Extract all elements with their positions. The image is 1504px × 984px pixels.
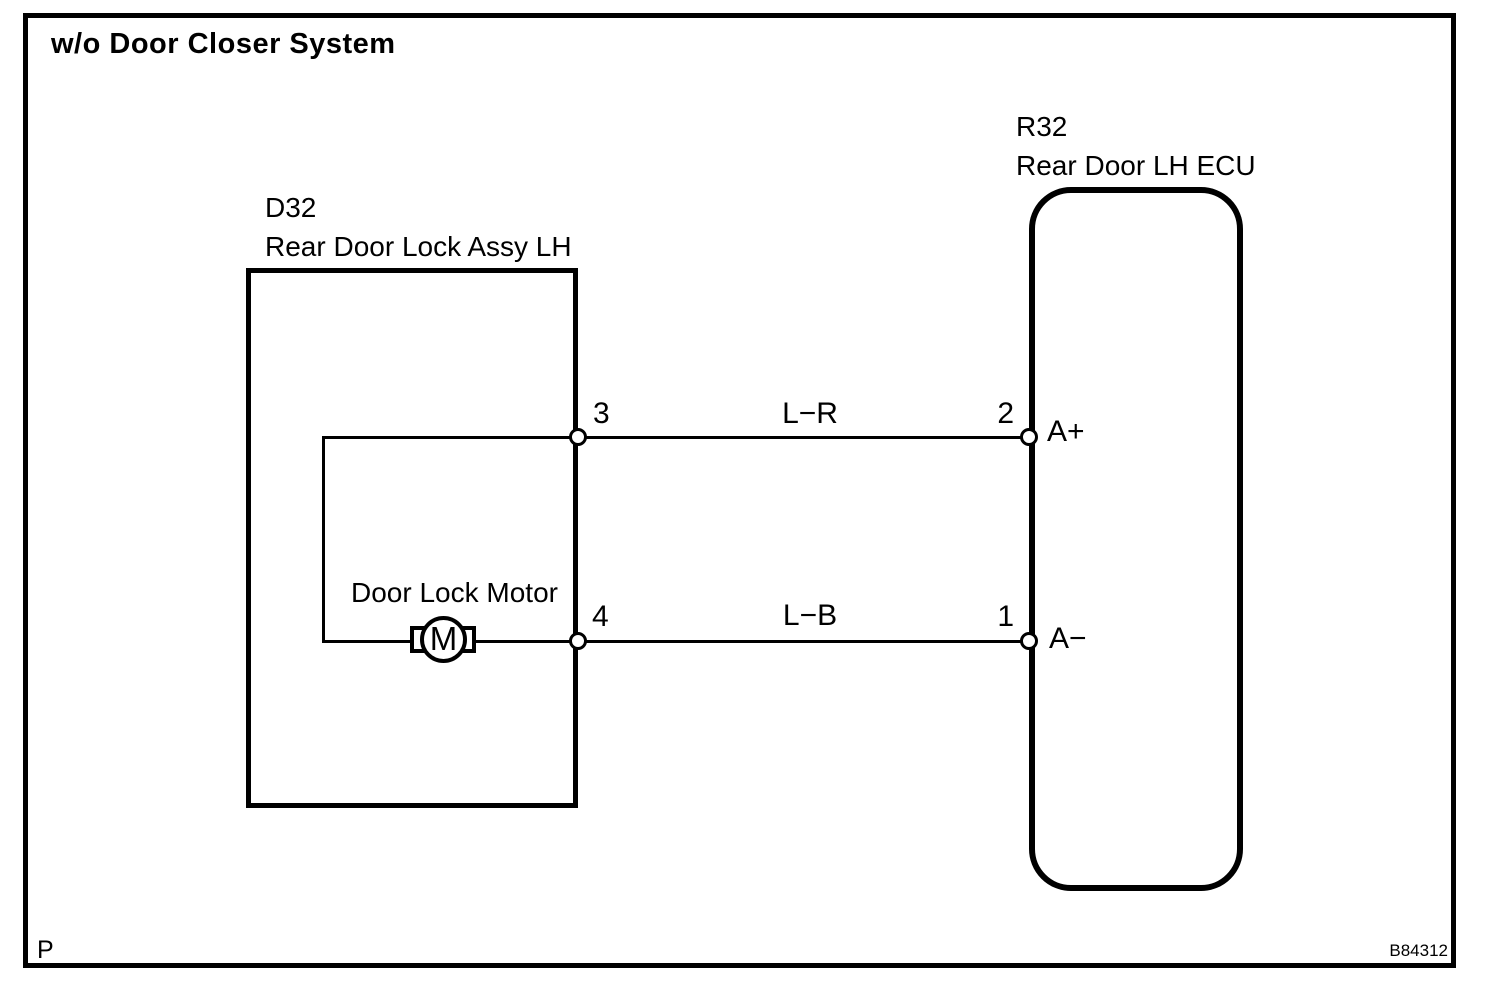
ecu-terminal-a-minus-label: A−: [1049, 622, 1087, 655]
lock-assy-code: D32: [265, 192, 317, 223]
wire-l-r: [578, 436, 1030, 439]
ecu-pin1-label: 1: [997, 600, 1014, 633]
page-marker: P: [37, 936, 54, 964]
ecu-label: R32 Rear Door LH ECU: [1016, 107, 1256, 185]
lock-assy-pin3-terminal: [569, 428, 587, 446]
wire-l-b: [578, 640, 1030, 643]
motor-circuit-wire-top: [322, 436, 578, 439]
diagram-title: w/o Door Closer System: [51, 28, 396, 60]
lock-assy-pin3-label: 3: [593, 397, 610, 430]
ecu-name: Rear Door LH ECU: [1016, 150, 1256, 181]
ecu-pin2-label: 2: [997, 397, 1014, 430]
lock-assy-pin4-label: 4: [592, 600, 609, 633]
wire-l-r-label: L−R: [782, 397, 838, 430]
ecu-pin2-terminal: [1020, 428, 1038, 446]
lock-assy-label: D32 Rear Door Lock Assy LH: [265, 188, 572, 266]
ecu-code: R32: [1016, 111, 1068, 142]
wire-l-b-label: L−B: [782, 599, 838, 632]
diagram-border: [23, 13, 1456, 968]
ecu-box: [1029, 187, 1243, 891]
lock-assy-pin4-terminal: [569, 632, 587, 650]
motor-circuit-wire-left: [322, 436, 325, 643]
motor-icon: M: [420, 616, 467, 663]
lock-assy-name: Rear Door Lock Assy LH: [265, 231, 572, 262]
ecu-terminal-a-plus-label: A+: [1047, 415, 1085, 448]
figure-id: B84312: [1389, 941, 1448, 960]
ecu-pin1-terminal: [1020, 632, 1038, 650]
motor-label: Door Lock Motor: [351, 577, 558, 608]
lock-assy-box: [246, 268, 578, 808]
motor-letter: M: [429, 620, 458, 657]
